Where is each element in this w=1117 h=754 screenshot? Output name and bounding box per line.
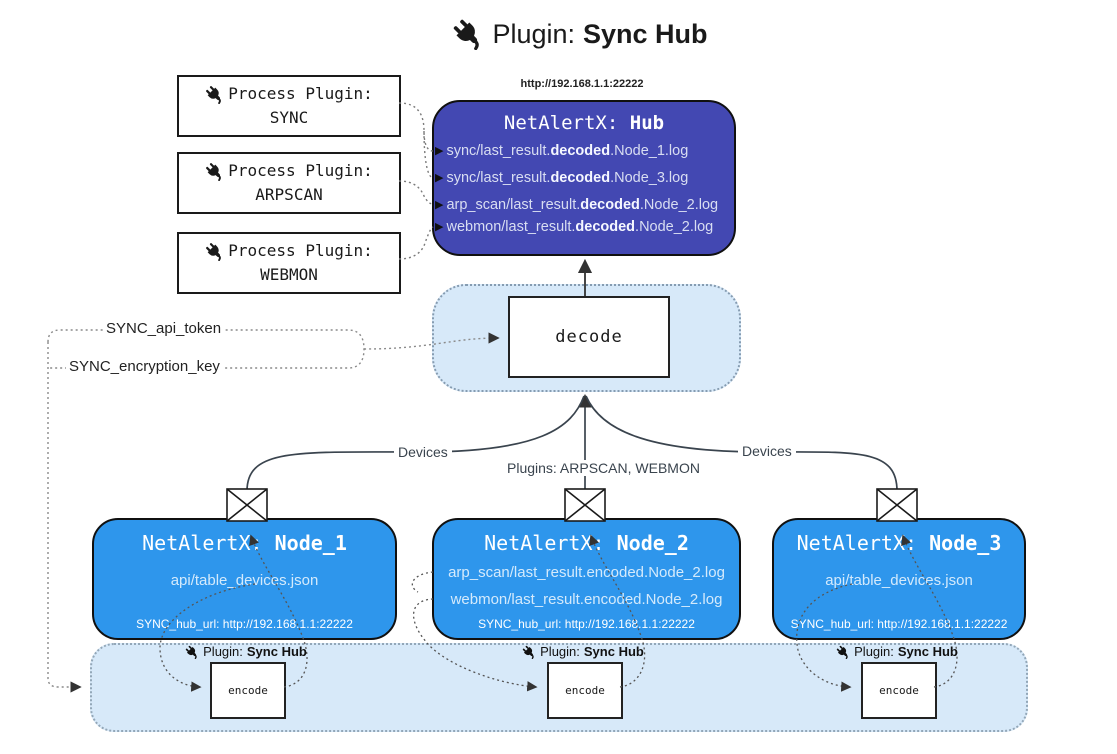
plugin-to-hub-connectors [398,102,434,260]
log-post: .Node_2.log [635,219,714,235]
envelope-icon [564,488,606,522]
node-3-box: NetAlertX: Node_3 api/table_devices.json… [772,518,1026,640]
process-plugin-name: ARPSCAN [255,185,323,204]
process-plugin-label: Process Plugin: [228,84,373,103]
node-1-box: NetAlertX: Node_1 api/table_devices.json… [92,518,397,640]
log-post: .Node_2.log [639,197,719,213]
node-file: api/table_devices.json [825,572,973,589]
plug-icon [205,241,225,261]
process-plugin-arpscan: Process Plugin: ARPSCAN [177,152,401,214]
log-pre: sync/last_result. [446,170,551,186]
plugin-name: Sync Hub [897,644,958,659]
node-title: NetAlertX: Node_1 [94,531,395,555]
encode-plugin-label: Plugin: Sync Hub [827,644,967,659]
devices-right-label: Devices [738,443,796,459]
node-to-decode-curves [246,393,898,493]
log-bold: decoded [550,170,611,186]
hub-box: NetAlertX: Hub ▶ sync/last_result.decode… [432,100,736,256]
envelope-icons [226,488,918,522]
plugin-prefix: Plugin: [854,644,894,659]
node-hub-url: SYNC_hub_url: http://192.168.1.1:22222 [790,617,1008,631]
log-post: .Node_3.log [610,170,689,186]
hub-url: http://192.168.1.1:22222 [520,78,644,90]
node-file: webmon/last_result.encoded.Node_2.log [450,591,723,608]
triangle-marker-icon: ▶ [435,144,444,157]
envelope-icon [226,488,268,522]
title-prefix: Plugin: [492,18,576,49]
node-title-prefix: NetAlertX: [142,531,263,555]
encode-box-3: encode [861,662,937,719]
node-title: NetAlertX: Node_2 [434,531,739,555]
node-hub-url: SYNC_hub_url: http://192.168.1.1:22222 [478,617,695,631]
triangle-marker-icon: ▶ [435,171,444,184]
node-title-prefix: NetAlertX: [484,531,605,555]
node-hub-url: SYNC_hub_url: http://192.168.1.1:22222 [136,617,353,631]
plug-icon [452,18,485,50]
plugin-name: Sync Hub [246,644,307,659]
plugin-prefix: Plugin: [203,644,243,659]
hub-log-row: ▶ arp_scan/last_result.decoded.Node_2.lo… [435,197,718,213]
log-bold: decoded [550,143,611,159]
sync-api-token-label: SYNC_api_token [103,320,225,337]
envelope-icon [876,488,918,522]
log-bold: decoded [575,219,636,235]
devices-left-label: Devices [394,444,452,460]
hub-title-prefix: NetAlertX: [503,112,619,134]
encode-plugin-label: Plugin: Sync Hub [176,644,316,659]
node-file: arp_scan/last_result.encoded.Node_2.log [448,564,725,581]
plug-icon [836,644,851,659]
log-pre: arp_scan/last_result. [446,197,581,213]
log-pre: webmon/last_result. [446,219,576,235]
title-name: Sync Hub [583,18,708,49]
hub-log-row: ▶ sync/last_result.decoded.Node_1.log [435,143,688,159]
process-plugin-name: SYNC [269,108,309,127]
encode-box-2: encode [547,662,623,719]
plugin-name: Sync Hub [583,644,644,659]
hub-title-name: Hub [629,112,665,134]
process-plugin-name: WEBMON [260,265,318,284]
plugin-prefix: Plugin: [540,644,580,659]
hub-log-row: ▶ webmon/last_result.decoded.Node_2.log [435,219,713,235]
process-plugin-label: Process Plugin: [228,241,373,260]
plug-icon [205,161,225,181]
log-post: .Node_1.log [610,143,689,159]
process-plugin-sync: Process Plugin: SYNC [177,75,401,137]
plug-icon [522,644,537,659]
node-title: NetAlertX: Node_3 [774,531,1024,555]
node-title-name: Node_3 [929,531,1002,555]
decode-box: decode [508,296,670,378]
plug-icon [185,644,200,659]
process-plugin-webmon: Process Plugin: WEBMON [177,232,401,294]
encode-plugin-label: Plugin: Sync Hub [513,644,653,659]
page-title: Plugin: Sync Hub [0,18,1117,50]
hub-title: NetAlertX: Hub [434,112,734,134]
triangle-marker-icon: ▶ [435,220,444,233]
hub-log-row: ▶ sync/last_result.decoded.Node_3.log [435,170,688,186]
plug-icon [205,84,225,104]
node-title-prefix: NetAlertX: [796,531,918,555]
node-title-name: Node_1 [274,531,347,555]
log-pre: sync/last_result. [446,143,551,159]
node-2-box: NetAlertX: Node_2 arp_scan/last_result.e… [432,518,741,640]
node-file: api/table_devices.json [170,572,319,589]
log-bold: decoded [580,197,640,213]
encode-box-1: encode [210,662,286,719]
triangle-marker-icon: ▶ [435,198,444,211]
process-plugin-label: Process Plugin: [228,161,373,180]
node-title-name: Node_2 [616,531,689,555]
sync-encryption-key-label: SYNC_encryption_key [66,358,223,375]
plugins-mid-label: Plugins: ARPSCAN, WEBMON [503,460,704,476]
